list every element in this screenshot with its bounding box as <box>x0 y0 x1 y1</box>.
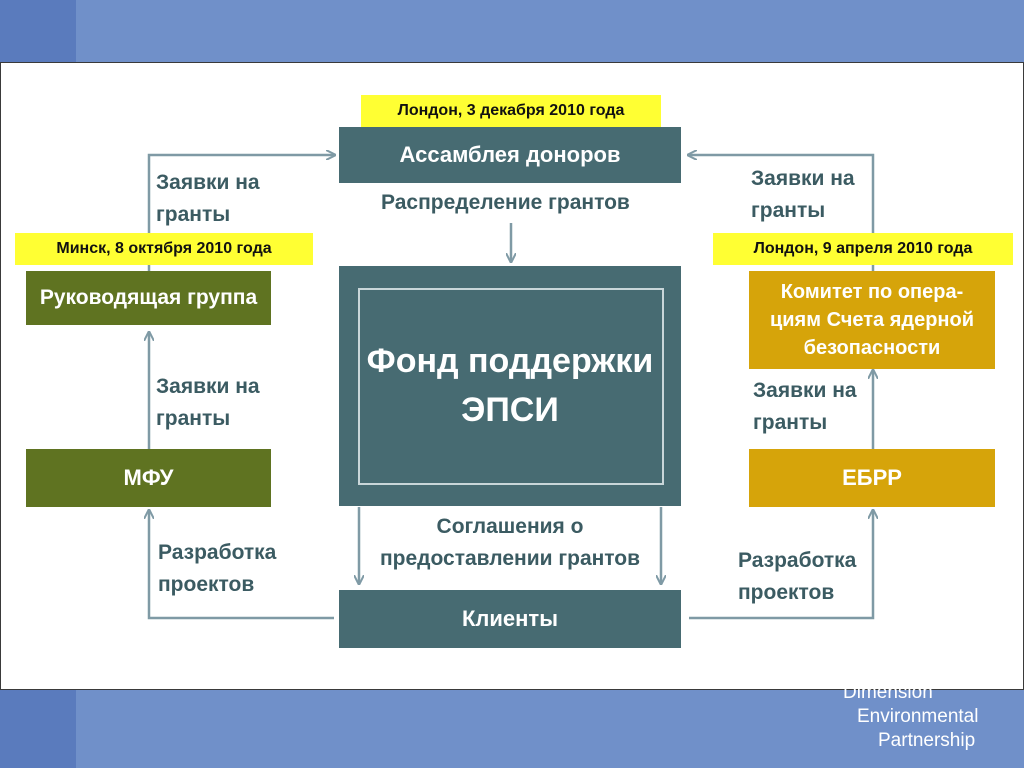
tag-london-december: Лондон, 3 декабря 2010 года <box>361 95 661 127</box>
assembly-label: Ассамблея доноров <box>399 142 621 167</box>
left-mid-requests-line1: Заявки на <box>156 375 260 398</box>
arrow-committee-to-assembly <box>689 155 875 271</box>
diagram-canvas: Ассамблея доноров Фонд поддержки ЭПСИ Кл… <box>0 62 1024 690</box>
right-top-requests-label: Заявки на гранты <box>751 163 855 226</box>
left-bottom-projects-label: Разработка проектов <box>158 537 276 600</box>
left-top-requests-line2: гранты <box>156 202 231 226</box>
committee-box: Комитет по опера- циям Счета ядерной без… <box>749 271 995 369</box>
clients-box: Клиенты <box>339 590 681 648</box>
committee-line2: циям Счета ядерной <box>769 309 975 331</box>
top-band-accent <box>0 0 76 62</box>
distribution-line1: Распределение грантов <box>381 191 630 214</box>
top-band <box>0 0 1024 62</box>
agreements-line2: предоставлении грантов <box>379 546 641 570</box>
assembly-box: Ассамблея доноров <box>339 127 681 183</box>
distribution-label: Распределение грантов <box>381 187 630 219</box>
committee-line1: Комитет по опера- <box>780 281 964 303</box>
right-mid-requests-line2: гранты <box>753 410 828 434</box>
left-bottom-projects-line2: проектов <box>158 572 255 596</box>
ebrd-box: ЕБРР <box>749 449 995 507</box>
tag-minsk-october: Минск, 8 октября 2010 года <box>15 233 313 265</box>
fund-title-line2: ЭПСИ <box>461 391 559 429</box>
committee-line3: безопасности <box>803 337 941 359</box>
ebrd-label: ЕБРР <box>842 465 902 490</box>
fund-title-line1: Фонд поддержки <box>366 341 654 380</box>
bottom-band <box>0 690 1024 768</box>
arrow-clients-to-ebrd <box>689 511 873 620</box>
tag-london-april: Лондон, 9 апреля 2010 года <box>713 233 1013 265</box>
brand-line1: Dimension <box>843 682 933 703</box>
fund-title: Фонд поддержки ЭПСИ <box>367 337 654 436</box>
fund-inner-frame <box>358 288 664 485</box>
right-top-requests-line1: Заявки на <box>751 167 855 190</box>
fund-box: Фонд поддержки ЭПСИ <box>339 266 681 506</box>
left-top-requests-label: Заявки на гранты <box>156 167 260 230</box>
mfu-box: МФУ <box>26 449 271 507</box>
mfu-label: МФУ <box>123 465 174 490</box>
left-mid-requests-line2: гранты <box>156 406 231 430</box>
steering-group-box: Руководящая группа <box>26 271 271 325</box>
right-bottom-projects-line2: проектов <box>738 580 835 604</box>
right-top-requests-line2: гранты <box>751 198 826 222</box>
right-mid-requests-label: Заявки на гранты <box>753 375 857 438</box>
right-mid-requests-line1: Заявки на <box>753 379 857 402</box>
left-mid-requests-label: Заявки на гранты <box>156 371 260 434</box>
arrow-clients-to-mfu <box>149 511 334 620</box>
brand-line2: Environmental <box>857 706 979 727</box>
left-bottom-projects-line1: Разработка <box>158 541 277 564</box>
brand-line3: Partnership <box>878 730 976 751</box>
agreements-line1: Соглашения о <box>436 515 584 538</box>
right-bottom-projects-line1: Разработка <box>738 549 857 572</box>
connector-arrows <box>1 63 1023 620</box>
right-bottom-projects-label: Разработка проектов <box>738 545 856 608</box>
bottom-band-accent <box>0 690 76 768</box>
arrow-steering-to-assembly <box>147 155 334 271</box>
clients-label: Клиенты <box>461 606 558 631</box>
left-top-requests-line1: Заявки на <box>156 171 260 194</box>
agreements-label: Соглашения о предоставлении грантов <box>369 511 651 574</box>
steering-group-label: Руководящая группа <box>39 286 258 309</box>
